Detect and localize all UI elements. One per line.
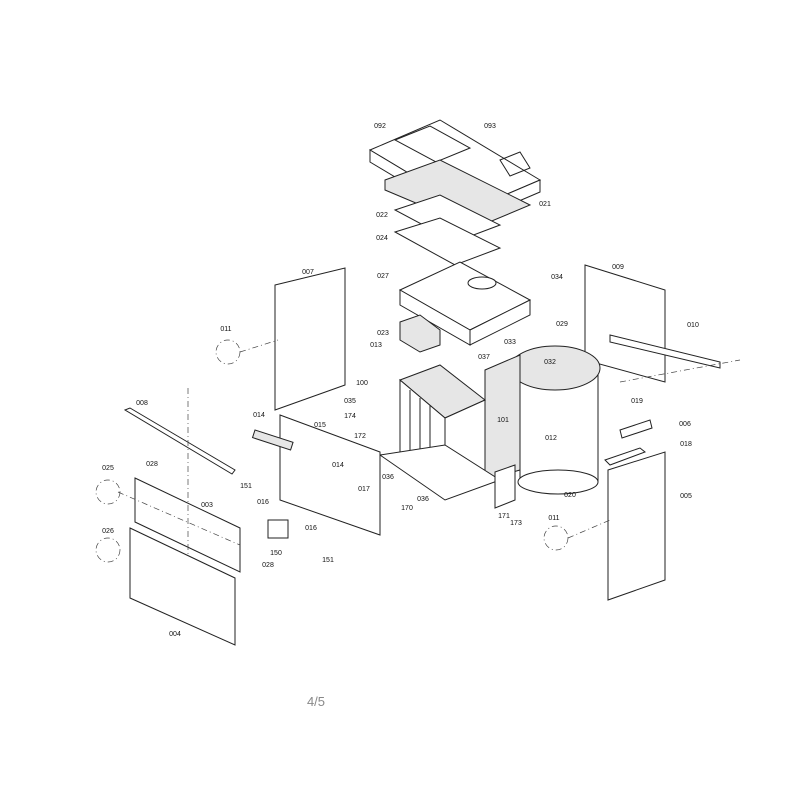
- part-label: 024: [376, 235, 388, 242]
- detail-circle: [95, 479, 121, 505]
- part-label: 036: [382, 474, 394, 481]
- part-label: 004: [169, 631, 181, 638]
- part-label: 035: [344, 398, 356, 405]
- rail-018: [604, 447, 647, 466]
- side-panel-009: [584, 264, 666, 383]
- part-label: 003: [201, 502, 213, 509]
- part-label: 092: [374, 123, 386, 130]
- part-label: 022: [376, 212, 388, 219]
- part-label: 033: [504, 339, 516, 346]
- flue-hood: [398, 261, 532, 346]
- part-label: 016: [257, 499, 269, 506]
- terminal-014: [251, 429, 294, 451]
- part-label: 029: [556, 321, 568, 328]
- tank: [509, 345, 601, 495]
- side-panel-007: [274, 267, 346, 411]
- part-label: 025: [102, 465, 114, 472]
- control-panel-015: [279, 414, 381, 536]
- rail-008: [123, 407, 236, 475]
- part-label: 093: [484, 123, 496, 130]
- part-label: 010: [687, 322, 699, 329]
- part-label: 037: [478, 354, 490, 361]
- part-label: 018: [680, 441, 692, 448]
- part-labels: 092 093 021 022 024 027 034 009 010 007 …: [102, 123, 699, 638]
- front-panel-004: [129, 527, 236, 646]
- part-label: 174: [344, 413, 356, 420]
- part-label: 006: [679, 421, 691, 428]
- part-label: 036: [417, 496, 429, 503]
- part-label: 007: [302, 269, 314, 276]
- part-label: 173: [510, 520, 522, 527]
- part-label: 023: [377, 330, 389, 337]
- part-label: 017: [358, 486, 370, 493]
- page-indicator: 4/5: [306, 694, 326, 709]
- top-insulation: [384, 159, 532, 229]
- part-label: 014: [332, 462, 344, 469]
- rail-010: [609, 334, 721, 369]
- plate-024: [393, 217, 502, 266]
- part-label: 170: [401, 505, 413, 512]
- part-label: 028: [146, 461, 158, 468]
- part-label: 011: [220, 326, 231, 333]
- block-023: [399, 314, 441, 353]
- part-label: 026: [102, 528, 114, 535]
- detail-circle: [95, 537, 121, 563]
- part-label: 019: [631, 398, 643, 405]
- part-label: 151: [240, 483, 252, 490]
- module-150: [267, 519, 289, 539]
- part-label: 150: [270, 550, 282, 557]
- part-label: 151: [322, 557, 334, 564]
- part-label: 011: [548, 515, 559, 522]
- part-label: 015: [314, 422, 326, 429]
- part-label: 005: [680, 493, 692, 500]
- part-label: 028: [262, 562, 274, 569]
- detail-circle: [543, 525, 569, 551]
- part-label: 016: [305, 525, 317, 532]
- heat-exchanger: [378, 364, 502, 501]
- detail-circle: [215, 339, 241, 365]
- part-label: 013: [370, 342, 382, 349]
- part-label: 012: [545, 435, 557, 442]
- rail-006: [619, 419, 653, 439]
- part-label: 034: [551, 274, 563, 281]
- part-label: 021: [539, 201, 551, 208]
- part-label: 100: [356, 380, 368, 387]
- part-label: 014: [253, 412, 265, 419]
- part-label: 171: [498, 513, 510, 520]
- front-panel-003: [134, 477, 241, 573]
- part-label: 101: [497, 417, 509, 424]
- part-label: 172: [354, 433, 366, 440]
- part-label: 032: [544, 359, 556, 366]
- side-panel-005: [607, 451, 666, 601]
- part-label: 008: [136, 400, 148, 407]
- part-label: 027: [377, 273, 389, 280]
- bracket-171: [494, 464, 516, 509]
- part-label: 009: [612, 264, 624, 271]
- part-label: 020: [564, 492, 576, 499]
